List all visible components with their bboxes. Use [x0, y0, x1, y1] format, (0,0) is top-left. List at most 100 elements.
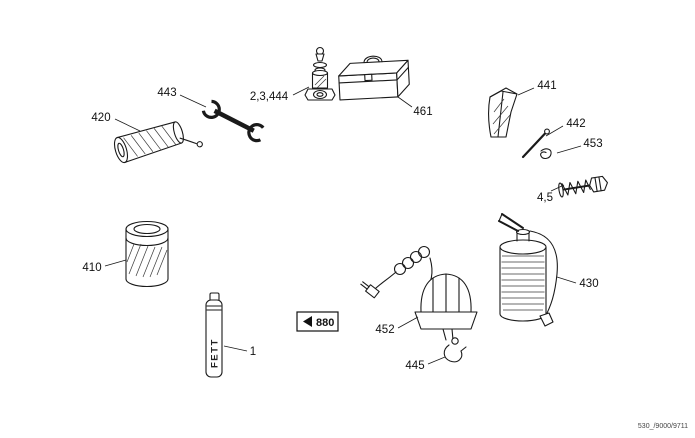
wrench-right-jaw: [247, 123, 265, 143]
plug-body: [365, 284, 380, 299]
marker-value: 880: [316, 317, 334, 329]
grease-gun-hatch-lines: [123, 125, 177, 157]
label-grease-cartridge: 410: [82, 262, 101, 274]
leader-line-430: [556, 276, 577, 284]
extinguisher-hose: [529, 230, 558, 318]
tube-print-text: FETT: [210, 338, 221, 368]
footer-document-code: 530_/9000/9711: [638, 423, 688, 430]
coupler-top: [311, 69, 329, 77]
plug-prong-1: [362, 281, 370, 288]
leader-line-445: [427, 356, 446, 365]
bolt-hex-head: [589, 175, 608, 193]
label-clip: 453: [583, 138, 602, 150]
handle-link: [498, 213, 503, 222]
beacon-lamp-drawing: [360, 245, 478, 341]
label-toolbox: 461: [413, 106, 432, 118]
clip-drawing: [540, 148, 552, 159]
beacon-cable-lead-out: [374, 271, 397, 290]
wedge-hatch-lines: [492, 98, 511, 135]
beacon-base: [414, 311, 478, 330]
cartridge-rim: [125, 237, 169, 247]
bracket-bolt: [451, 337, 459, 345]
toolbox-latch: [364, 73, 373, 82]
label-wrench: 443: [157, 87, 176, 99]
cartridge-top-inner: [133, 223, 161, 235]
wedge-top-edge: [489, 90, 518, 98]
bolt-head-facet-1: [594, 176, 598, 192]
nipple-stem: [315, 53, 325, 62]
leader-line-2-3-444: [292, 86, 310, 96]
label-bracket-clamp: 445: [405, 360, 424, 372]
left-triangle-icon: [303, 316, 312, 327]
bracket-hook: [443, 344, 463, 363]
toolbox-handle-inner: [366, 57, 380, 64]
grease-gun-front: [172, 121, 184, 144]
bracket-clamp-drawing: [443, 337, 467, 363]
grease-gun-body-bottom: [124, 142, 183, 163]
label-pin: 442: [566, 118, 585, 130]
leader-lines: [104, 86, 582, 365]
leader-line-420: [114, 118, 141, 132]
grease-gun-body-top: [116, 121, 176, 139]
toolbox-handle: [363, 55, 383, 64]
cartridge-top: [125, 220, 169, 238]
wedge-chock-drawing: [488, 87, 518, 138]
handle-lower: [498, 220, 519, 232]
hose-nozzle: [539, 312, 554, 327]
beacon-stem-1: [442, 328, 447, 341]
bolt-with-spring-drawing: [558, 175, 608, 198]
label-grease-tube: 1: [250, 346, 256, 358]
leader-line-461: [397, 96, 413, 108]
grease-gun-drawing: [113, 121, 203, 164]
pin-drawing: [521, 128, 550, 159]
wrench-left-jaw: [201, 99, 221, 119]
grease-cartridge-drawing: [125, 220, 169, 288]
bolt-spring: [561, 179, 591, 196]
tank-top: [499, 239, 547, 255]
wrench-drawing: [201, 99, 265, 143]
hex-nut: [304, 88, 336, 101]
washer-1: [312, 61, 328, 69]
fire-extinguisher-drawing: [498, 213, 558, 327]
leader-line-453: [556, 145, 582, 154]
hex-nut-hole: [312, 89, 328, 100]
marker-box: [296, 311, 339, 332]
cartridge-hatch-lines: [126, 243, 168, 278]
label-fire-extinguisher: 430: [579, 278, 598, 290]
grease-gun-cap-inner: [117, 142, 125, 158]
hex-nut-hole-inner: [316, 92, 324, 97]
leader-line-442: [545, 125, 564, 137]
toolbox-lid-line-side: [396, 66, 409, 81]
leader-line-441: [517, 87, 535, 96]
grease-tube-drawing: FETT: [205, 292, 223, 378]
leader-line-4-5: [550, 184, 565, 192]
cable-plug: [360, 281, 380, 299]
grease-gun-nozzle-tip: [196, 141, 203, 148]
plug-prong-2: [360, 283, 368, 290]
toolbox-lid-line-front: [338, 79, 398, 84]
pin-head: [544, 128, 550, 135]
label-nipple-assembly: 2,3,444: [250, 91, 289, 103]
label-beacon-lamp: 452: [375, 324, 394, 336]
reference-marker-880: 880: [296, 311, 339, 332]
bolt-head-facet-2: [598, 176, 602, 192]
leader-line-1: [223, 345, 248, 352]
handle-upper: [501, 213, 524, 229]
leader-line-410: [104, 259, 127, 267]
label-wedge-chock: 441: [537, 80, 556, 92]
label-grease-gun: 420: [91, 112, 110, 124]
toolbox-drawing: [338, 55, 410, 101]
cartridge-bottom: [125, 278, 169, 288]
leader-line-452: [397, 316, 419, 329]
wrench-shaft: [213, 108, 255, 133]
coupler-hatch-lines: [314, 75, 327, 89]
nipple-assembly-drawing: [304, 46, 336, 101]
bolt-shaft: [562, 184, 593, 191]
grease-gun-nozzle: [179, 137, 197, 145]
tank-hatch-lines: [501, 255, 545, 311]
leader-line-443: [179, 94, 207, 108]
valve-top: [515, 228, 531, 236]
tube-body: [205, 299, 223, 378]
beacon-dome-ribs: [432, 273, 460, 313]
